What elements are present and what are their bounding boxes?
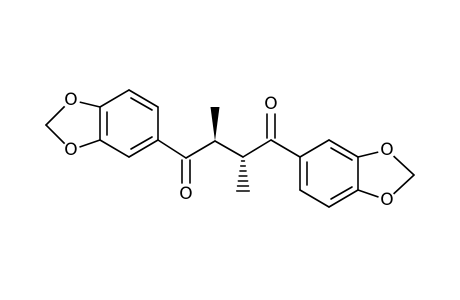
aromatic-double-bond bbox=[330, 147, 353, 161]
atom-label-o-right-bottom: O bbox=[378, 190, 396, 210]
right-benzene-ring bbox=[270, 139, 359, 208]
oxygen-label: O bbox=[179, 184, 192, 204]
wedge-bond-methyl bbox=[210, 107, 220, 141]
bond bbox=[299, 189, 330, 208]
oxygen-label: O bbox=[264, 94, 277, 114]
left-benzene-ring bbox=[99, 89, 159, 158]
hashed-bond-methyl bbox=[235, 160, 251, 192]
bond bbox=[270, 139, 301, 158]
butanedione-chain bbox=[157, 107, 276, 192]
aromatic-double-bond bbox=[330, 186, 353, 200]
bond bbox=[99, 89, 130, 108]
bond bbox=[214, 140, 244, 158]
aromatic-double-bond bbox=[130, 136, 153, 150]
bond bbox=[328, 189, 359, 208]
atom-label-o-left-bottom: O bbox=[62, 140, 80, 160]
atom-label-o-right-top: O bbox=[378, 140, 396, 160]
atom-label-o-left-top: O bbox=[62, 90, 80, 110]
bond bbox=[299, 139, 330, 158]
bond bbox=[157, 139, 187, 159]
bond bbox=[328, 139, 359, 158]
bond bbox=[242, 139, 272, 158]
oxygen-label: O bbox=[380, 190, 393, 210]
bond bbox=[128, 139, 159, 158]
bond bbox=[99, 139, 130, 158]
aromatic-double-bond bbox=[130, 97, 153, 111]
oxygen-label: O bbox=[64, 90, 77, 110]
bond bbox=[128, 89, 159, 108]
atom-label-o-carbonyl-right: O bbox=[262, 94, 280, 114]
bond bbox=[185, 140, 216, 159]
oxygen-label: O bbox=[380, 140, 393, 160]
oxygen-label: O bbox=[64, 140, 77, 160]
atom-label-o-carbonyl-left: O bbox=[177, 184, 195, 204]
